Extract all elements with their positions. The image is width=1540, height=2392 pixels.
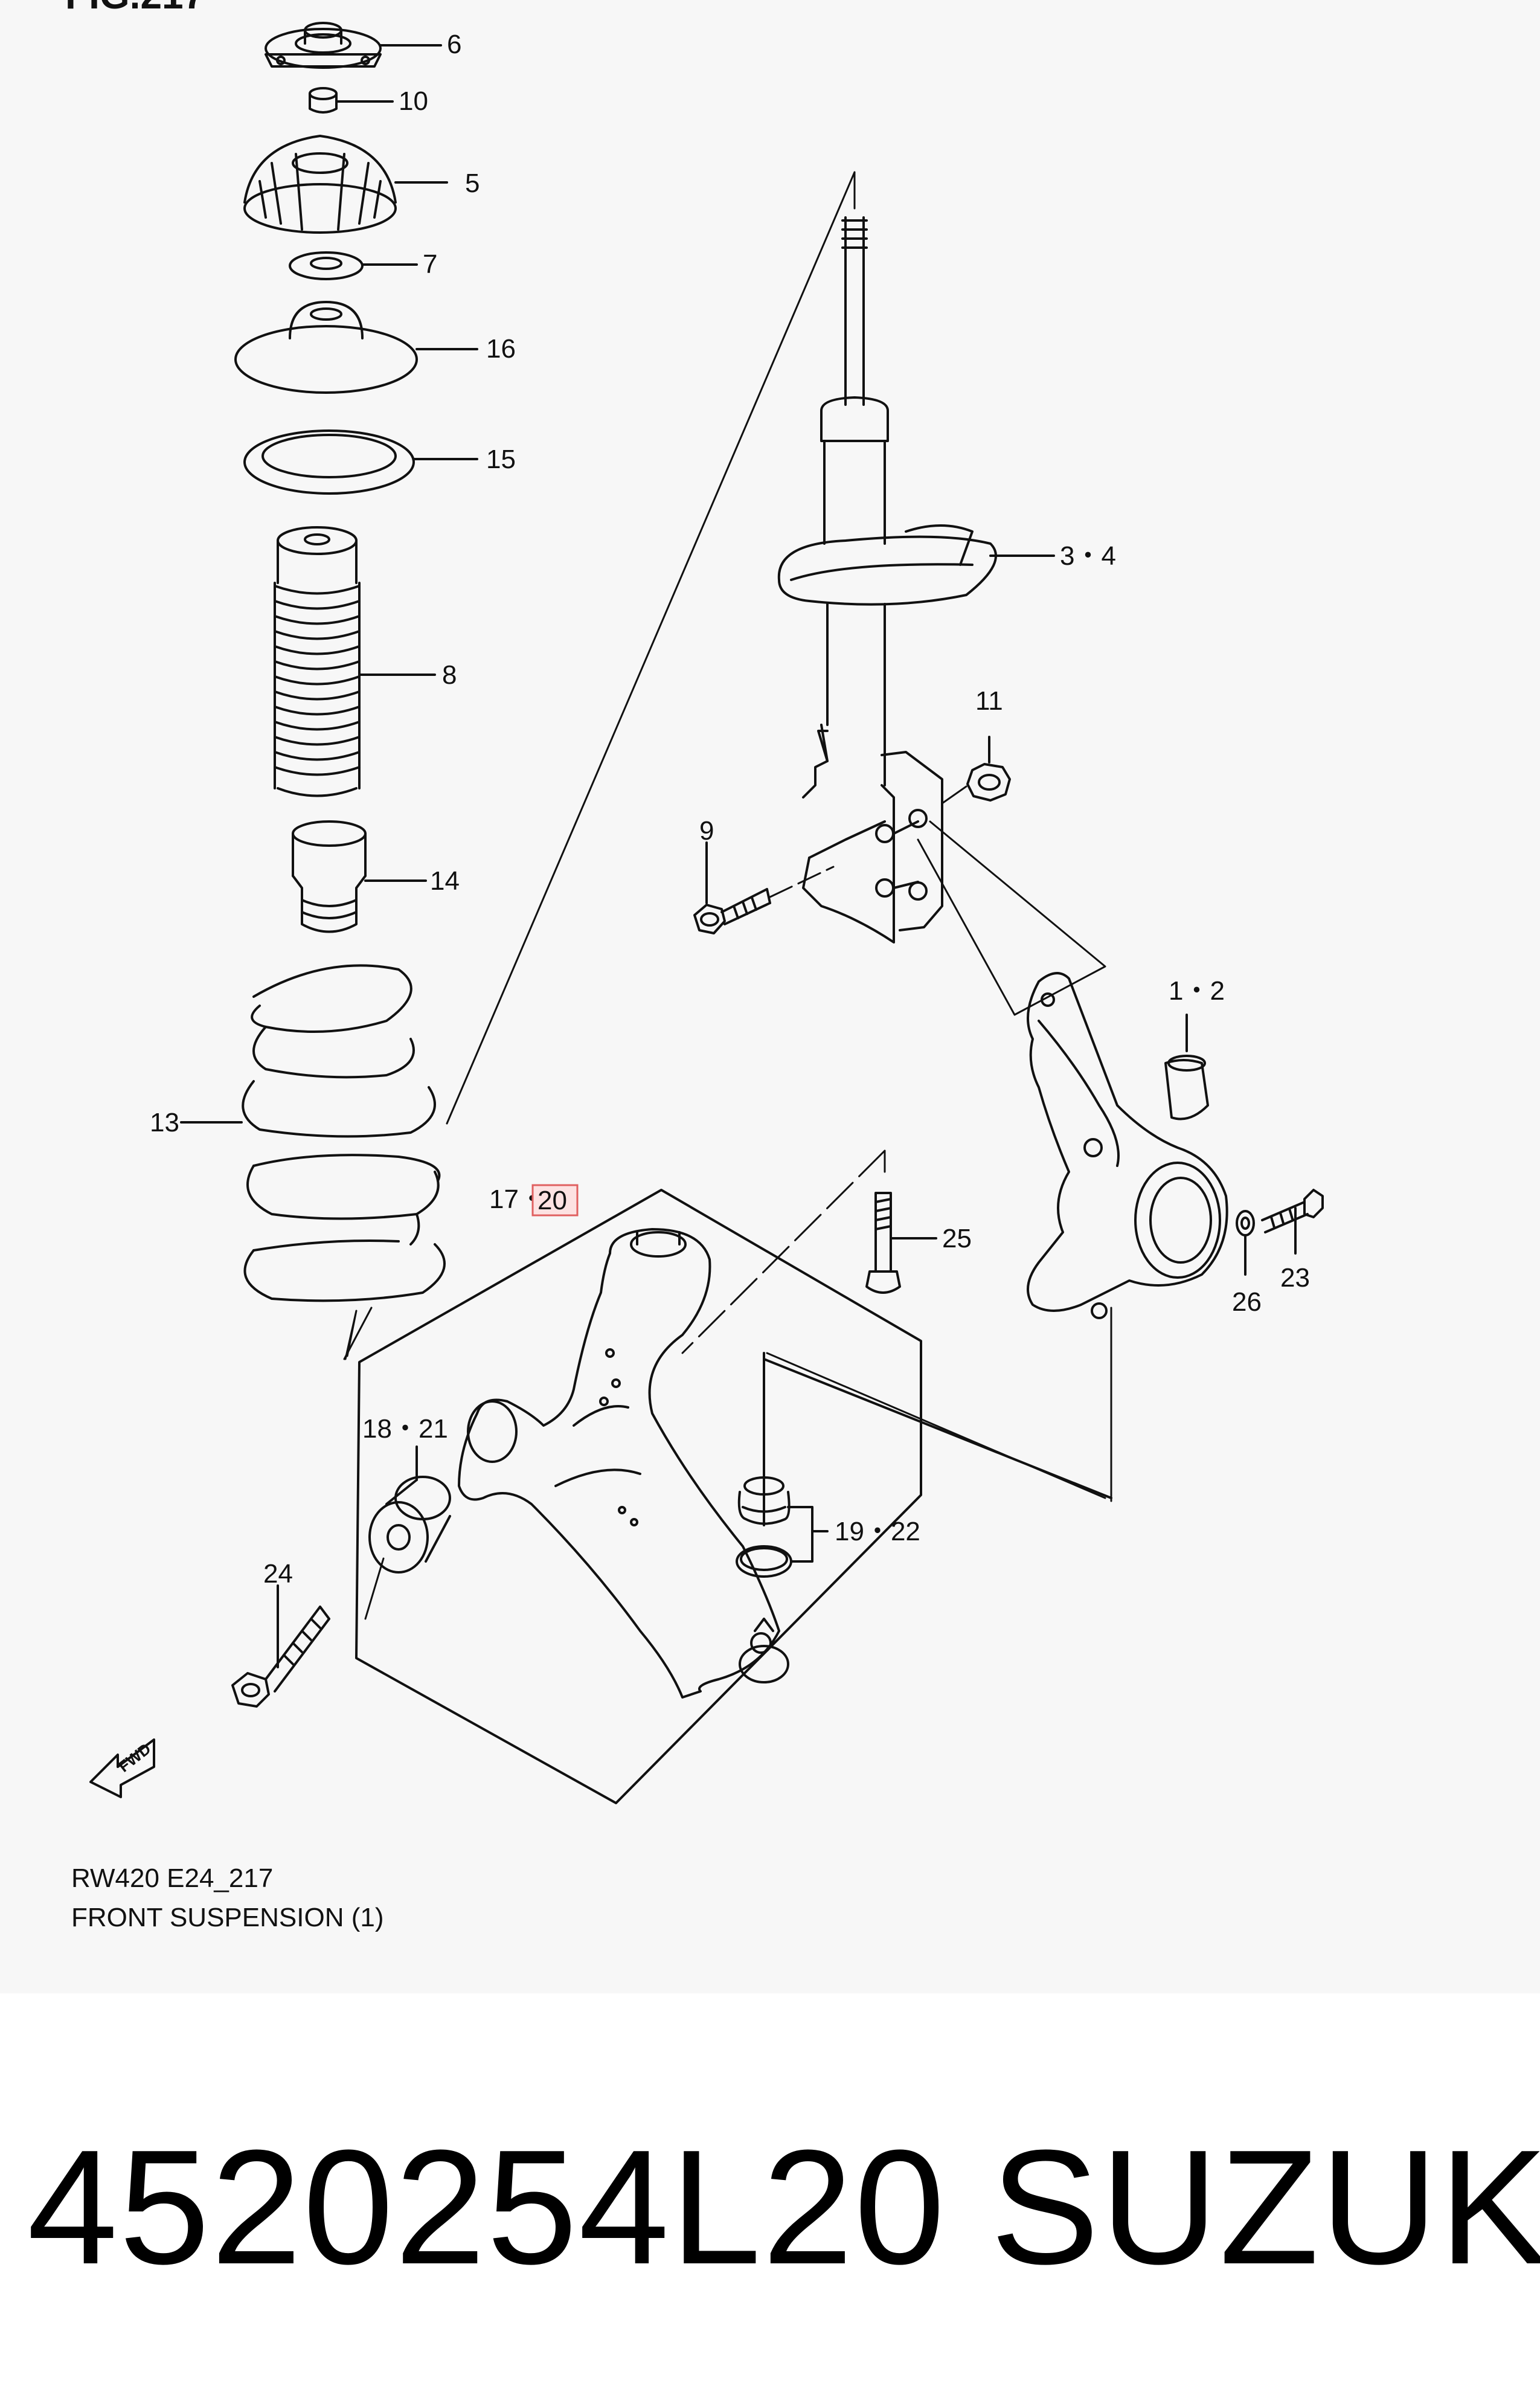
control-arm-callout-box <box>355 1189 922 1804</box>
bolt-part-24 <box>231 1606 330 1708</box>
callout-24: 24 <box>263 1559 293 1589</box>
callout-6: 6 <box>447 30 461 59</box>
lower-control-arm-part <box>458 1228 789 1699</box>
callout-11: 11 <box>975 686 1003 716</box>
bolt-part-9 <box>693 888 771 934</box>
strut-mount-part <box>265 22 382 69</box>
callout-16: 16 <box>486 334 516 364</box>
callout-8: 8 <box>442 660 457 690</box>
steering-knuckle-part <box>1027 972 1228 1319</box>
callout-10: 10 <box>399 86 428 116</box>
diagram-code: RW420 E24_217 <box>71 1863 274 1893</box>
callout-7: 7 <box>423 249 437 279</box>
bolt-part-25 <box>865 1192 901 1294</box>
washer-part <box>1236 1210 1255 1236</box>
callout-25: 25 <box>942 1224 972 1253</box>
callout-13: 13 <box>150 1108 179 1137</box>
figure-label: FIG.217 <box>65 0 205 17</box>
diagram-title: FRONT SUSPENSION (1) <box>71 1903 384 1932</box>
callout-26: 26 <box>1232 1287 1262 1317</box>
nut-part-11 <box>966 763 1011 802</box>
bump-stop-part <box>292 820 367 933</box>
callout-3-4: 3・4 <box>1060 541 1116 571</box>
parts-diagram: FIG.217 <box>65 0 1324 1932</box>
highlighted-part-box <box>531 1184 579 1217</box>
callout-1-2: 1・2 <box>1169 976 1225 1006</box>
nut-part-10 <box>309 87 338 114</box>
brand-name: SUZUKI <box>990 2117 1540 2298</box>
part-number: 4520254L20 <box>27 2117 946 2298</box>
shock-absorber-part <box>777 216 997 944</box>
dust-boot-part <box>274 526 361 797</box>
callout-9: 9 <box>699 816 714 846</box>
coil-spring-part <box>242 964 446 1302</box>
fwd-arrow-icon <box>89 1738 155 1798</box>
spring-insulator-part <box>243 429 415 495</box>
callout-15: 15 <box>486 445 516 474</box>
callout-5: 5 <box>465 169 480 198</box>
callout-20-highlighted: 20 <box>537 1186 567 1215</box>
callout-14: 14 <box>430 866 460 896</box>
exploded-view: FIG.217 <box>65 0 1324 1804</box>
spring-seat-part <box>234 301 418 394</box>
bearing-part <box>289 251 364 280</box>
footer-area <box>0 1993 1540 2392</box>
callout-23: 23 <box>1280 1263 1310 1293</box>
callout-19-22: 19・22 <box>835 1517 920 1546</box>
bushing-part <box>368 1476 451 1574</box>
bolt-part-23 <box>1261 1189 1324 1233</box>
callout-18-21: 18・21 <box>362 1414 448 1444</box>
strut-mount-part-5 <box>243 135 397 234</box>
